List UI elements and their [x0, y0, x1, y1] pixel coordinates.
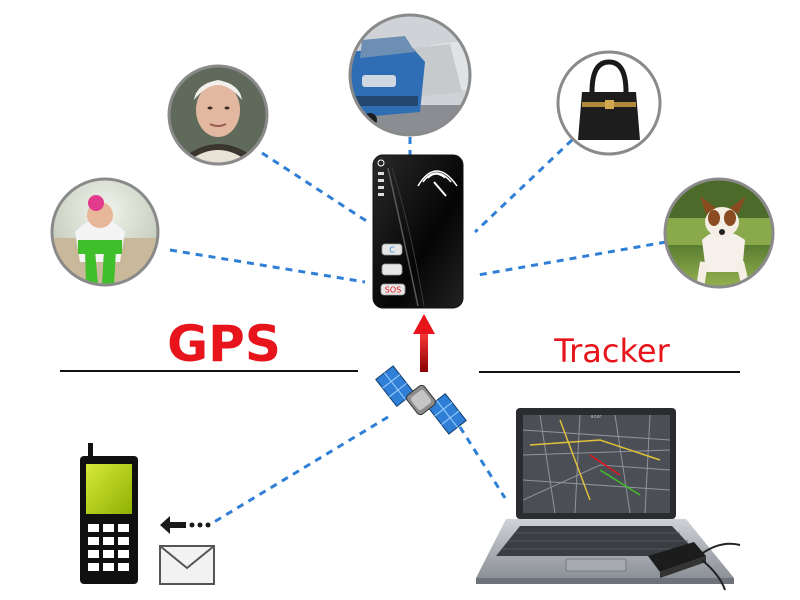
- elderly-woman-photo-icon: [167, 64, 269, 166]
- satellite-icon: [375, 365, 467, 435]
- device-button-mid[interactable]: [381, 263, 403, 276]
- envelope-icon: [159, 545, 215, 585]
- laptop-brand-label: acer: [591, 414, 603, 420]
- child-photo-icon: [50, 177, 160, 287]
- gps-title: GPS: [167, 315, 281, 373]
- gps-tracker-device-icon: C SOS: [372, 154, 464, 309]
- tracker-title: Tracker: [553, 332, 670, 370]
- laptop-tracker-icon: [648, 542, 741, 591]
- uplink-arrow-icon: [413, 314, 435, 372]
- connector-woman: [261, 151, 369, 224]
- laptop-icon: acer: [476, 408, 734, 584]
- connector-dog: [477, 240, 667, 277]
- dog-photo-icon: [663, 177, 775, 289]
- car-photo-icon: [348, 13, 472, 137]
- sos-button-label: SOS: [385, 286, 401, 295]
- handbag-photo-icon: [556, 50, 662, 156]
- sos-button[interactable]: SOS: [380, 283, 406, 296]
- laptop-map-screen: [523, 415, 670, 513]
- connector-phone: [213, 415, 389, 524]
- device-button-top-label: C: [389, 246, 395, 255]
- connector-child: [169, 248, 366, 284]
- message-arrow-icon: [160, 516, 211, 534]
- device-button-top[interactable]: C: [381, 243, 403, 256]
- mobile-phone-icon: [80, 443, 138, 584]
- connector-handbag: [473, 138, 574, 234]
